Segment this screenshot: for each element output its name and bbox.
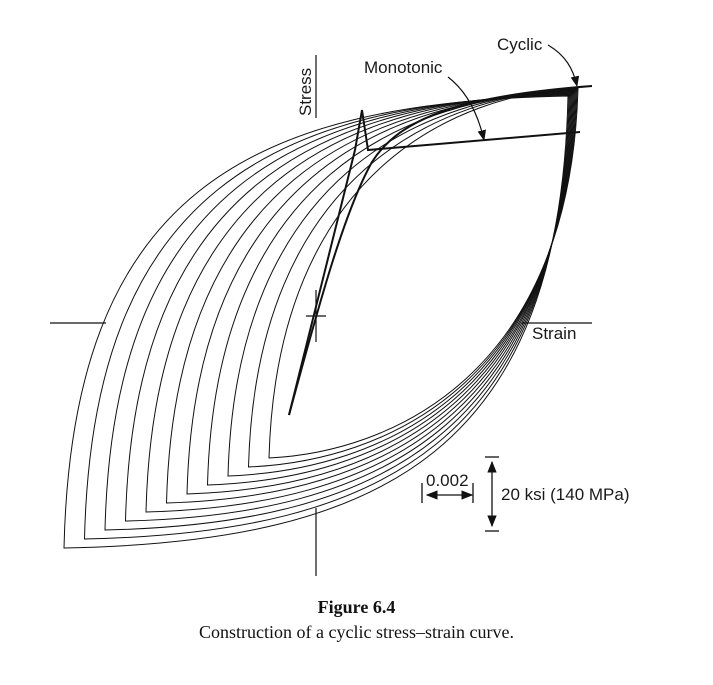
stress-scale-label: 20 ksi (140 MPa) — [501, 485, 630, 504]
cyclic-arrow — [547, 44, 580, 88]
hysteresis-loop — [104, 93, 571, 531]
hysteresis-loop — [145, 92, 573, 513]
stress-axis-label: Stress — [296, 67, 315, 116]
monotonic-arrow — [447, 76, 486, 142]
hysteresis-loop — [124, 93, 572, 522]
hysteresis-loop — [63, 95, 569, 549]
hysteresis-loop — [165, 91, 574, 504]
hysteresis-loop — [83, 94, 570, 540]
strain-scale-label: 0.002 — [426, 471, 469, 490]
figure-caption: Construction of a cyclic stress–strain c… — [199, 622, 514, 642]
hysteresis-loops — [63, 87, 579, 549]
monotonic-label: Monotonic — [364, 58, 443, 77]
cyclic-label: Cyclic — [497, 35, 543, 54]
hysteresis-loop — [206, 89, 576, 486]
hysteresis-loop — [247, 88, 578, 468]
cyclic-curve — [288, 85, 593, 416]
hysteresis-loop — [227, 89, 577, 477]
hysteresis-loop — [186, 90, 575, 495]
figure-title: Figure 6.4 — [317, 597, 396, 617]
monotonic-curve — [288, 109, 581, 416]
hysteresis-loop — [268, 87, 579, 459]
strain-axis-label: Strain — [532, 324, 577, 343]
